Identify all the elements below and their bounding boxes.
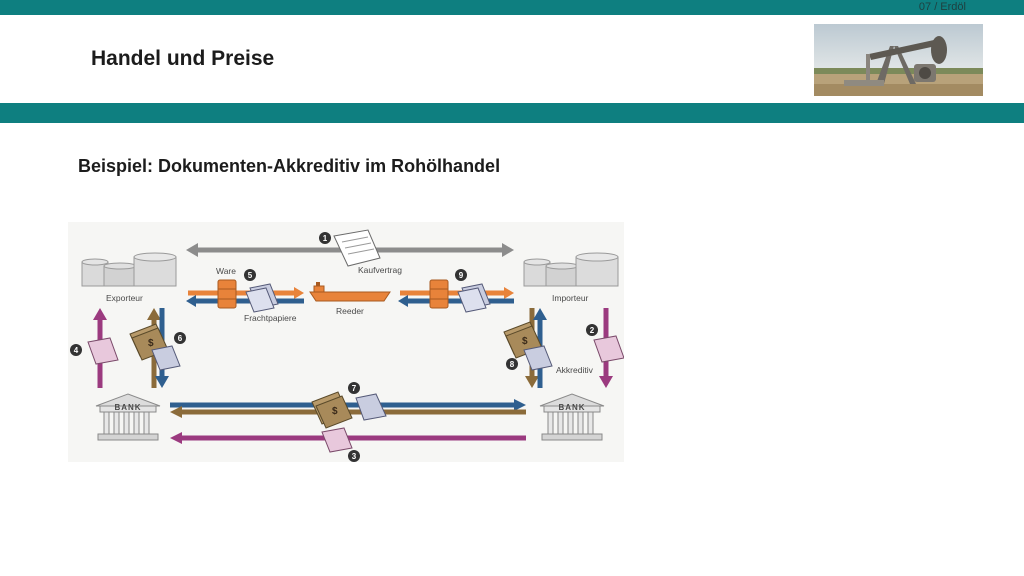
step-marker-2 — [586, 324, 598, 336]
oil-pump-photo — [814, 24, 983, 96]
importer-tanks-icon — [523, 252, 619, 287]
step-marker-4 — [70, 344, 82, 356]
bank-icon-left — [95, 393, 161, 441]
breadcrumb: 07 / Erdöl — [918, 1, 966, 13]
freight-papers-icon-6 — [151, 345, 181, 371]
label-frachtpapiere: Frachtpapiere — [244, 313, 297, 323]
exporter-tanks-icon — [81, 252, 177, 287]
step-marker-5 — [244, 269, 256, 281]
teal-divider-bar — [0, 103, 1024, 123]
bank-label-right: BANK — [558, 403, 585, 412]
bank-label-left: BANK — [114, 403, 141, 412]
freight-papers-icon-right — [457, 283, 491, 313]
section-subtitle: Beispiel: Dokumenten-Akkreditiv im Rohöl… — [78, 156, 501, 176]
svg-text:$: $ — [522, 336, 528, 347]
oil-pumpjack-image — [814, 24, 983, 96]
top-header-bar — [0, 0, 1024, 15]
money-icon-7: $ — [311, 391, 353, 429]
step-marker-9 — [455, 269, 467, 281]
label-importeur: Importeur — [552, 293, 589, 303]
letter-of-credit-diagram: Exporteur Importeur 1 Kaufvertrag Ware — [68, 222, 625, 462]
svg-text:9: 9 — [459, 271, 464, 280]
oil-barrel-icon-right — [429, 279, 449, 309]
svg-text:5: 5 — [248, 271, 253, 280]
contract-document-icon — [333, 229, 381, 267]
ship-icon — [309, 282, 391, 302]
letter-of-credit-doc-icon-4 — [87, 337, 119, 365]
label-kaufvertrag: Kaufvertrag — [358, 265, 402, 275]
svg-text:1: 1 — [323, 234, 328, 243]
label-reeder: Reeder — [336, 306, 364, 316]
svg-text:$: $ — [332, 406, 338, 417]
goods-arrow-right — [398, 287, 514, 307]
freight-papers-icon-7 — [355, 393, 387, 421]
freight-papers-icon-8 — [523, 345, 553, 371]
svg-text:8: 8 — [510, 360, 515, 369]
svg-text:3: 3 — [352, 452, 357, 461]
freight-papers-icon-left — [245, 283, 279, 313]
svg-text:4: 4 — [74, 346, 79, 355]
svg-text:2: 2 — [590, 326, 595, 335]
page-title: Handel und Preise — [91, 47, 275, 70]
step-marker-6 — [174, 332, 186, 344]
step-marker-1 — [319, 232, 331, 244]
step-3-arrow — [170, 432, 526, 444]
label-ware: Ware — [216, 266, 236, 276]
oil-barrel-icon-left — [217, 279, 237, 309]
step-marker-8 — [506, 358, 518, 370]
letter-of-credit-doc-icon-3 — [321, 427, 353, 453]
svg-text:6: 6 — [178, 334, 183, 343]
step-marker-7 — [348, 382, 360, 394]
label-exporteur: Exporteur — [106, 293, 143, 303]
svg-text:$: $ — [148, 338, 154, 349]
step-marker-3 — [348, 450, 360, 462]
label-akkreditiv: Akkreditiv — [556, 365, 594, 375]
bank-icon-right — [539, 393, 605, 441]
svg-text:7: 7 — [352, 384, 357, 393]
